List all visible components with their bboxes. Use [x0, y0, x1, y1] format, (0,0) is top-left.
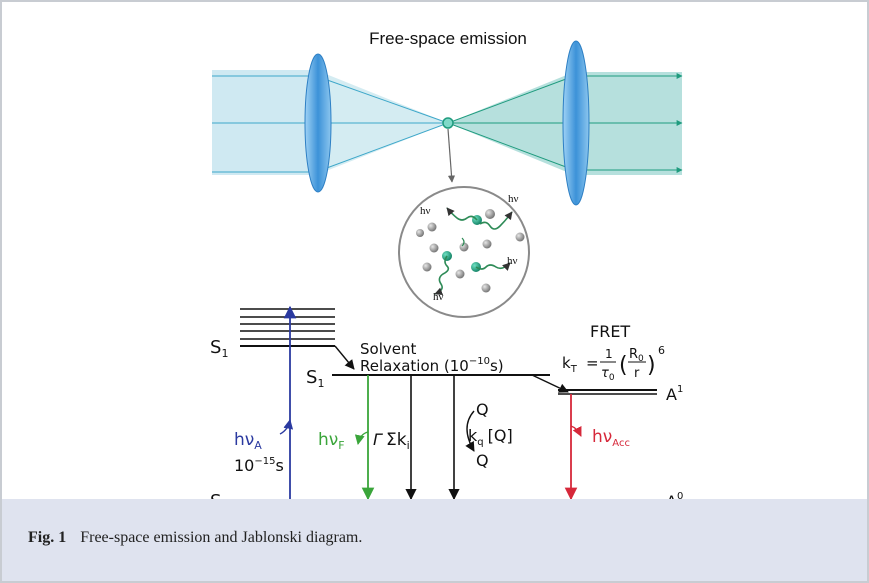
svg-text:r: r — [634, 366, 640, 381]
solvent-label: Solvent — [360, 340, 416, 358]
focal-spot — [442, 117, 454, 129]
svg-text:R0: R0 — [629, 347, 644, 364]
acceptor-lower-label: A0 — [666, 491, 683, 499]
s1-upper-label: S1 — [210, 337, 228, 360]
left-lens — [304, 53, 332, 193]
fluorescence-wave — [354, 431, 369, 445]
svg-text:6: 6 — [658, 344, 665, 357]
svg-text:(: ( — [619, 353, 628, 378]
figure-diagram: Free-space emission — [210, 29, 683, 499]
photon-label-2: hν — [508, 193, 519, 205]
quencher-bottom: Q — [476, 451, 489, 470]
right-lens — [562, 40, 590, 206]
photon-label-4: hν — [433, 291, 444, 303]
gamma-label: Γ — [373, 430, 383, 449]
svg-text:1: 1 — [605, 347, 613, 361]
photon-label-3: hν — [507, 255, 518, 267]
fluorescence-label: hνF — [318, 430, 345, 452]
relaxation-label: Relaxation (10−10s) — [360, 356, 504, 375]
absorption-wave — [279, 419, 294, 435]
fret-arrow — [531, 374, 569, 393]
caption-label: Fig. 1 — [28, 529, 67, 546]
figure-caption: Fig. 1 Free-space emission and Jablonski … — [28, 529, 362, 547]
figure-title: Free-space emission — [369, 29, 527, 48]
caption-bar — [2, 499, 867, 581]
caption-text: Free-space emission and Jablonski diagra… — [80, 529, 363, 546]
svg-text:τ0: τ0 — [601, 366, 615, 383]
svg-text:): ) — [647, 353, 656, 378]
quenching-curve — [465, 410, 475, 452]
jablonski-diagram: S1 S1 S0 Solvent Relaxation (10−10s) hνA… — [210, 305, 683, 499]
acceptor-wave — [570, 425, 582, 437]
zoom-arrow — [447, 128, 456, 183]
s1-relaxed-label: S1 — [306, 367, 324, 390]
fret-title: FRET — [590, 322, 630, 341]
photon-label-1: hν — [420, 205, 431, 217]
absorption-time: 10−15s — [234, 456, 284, 475]
incoming-rays — [212, 75, 449, 173]
acceptor-upper-label: A1 — [666, 384, 683, 404]
absorption-label: hνA — [234, 430, 262, 452]
kq-label: kq[Q] — [468, 426, 513, 448]
molecule-inset: hν hν hν hν — [398, 186, 530, 318]
s0-label: S0 — [210, 491, 228, 499]
relaxation-arrow — [334, 345, 355, 370]
svg-text:kT: kT — [562, 354, 578, 375]
svg-text:=: = — [586, 354, 599, 372]
quencher-top: Q — [476, 400, 489, 419]
outgoing-rays — [447, 73, 683, 173]
sum-k-label: Σki — [386, 430, 410, 452]
fret-equation: kT = 1 τ0 ( R0 r ) 6 — [562, 344, 665, 383]
acceptor-emission-label: hνAcc — [592, 427, 630, 449]
